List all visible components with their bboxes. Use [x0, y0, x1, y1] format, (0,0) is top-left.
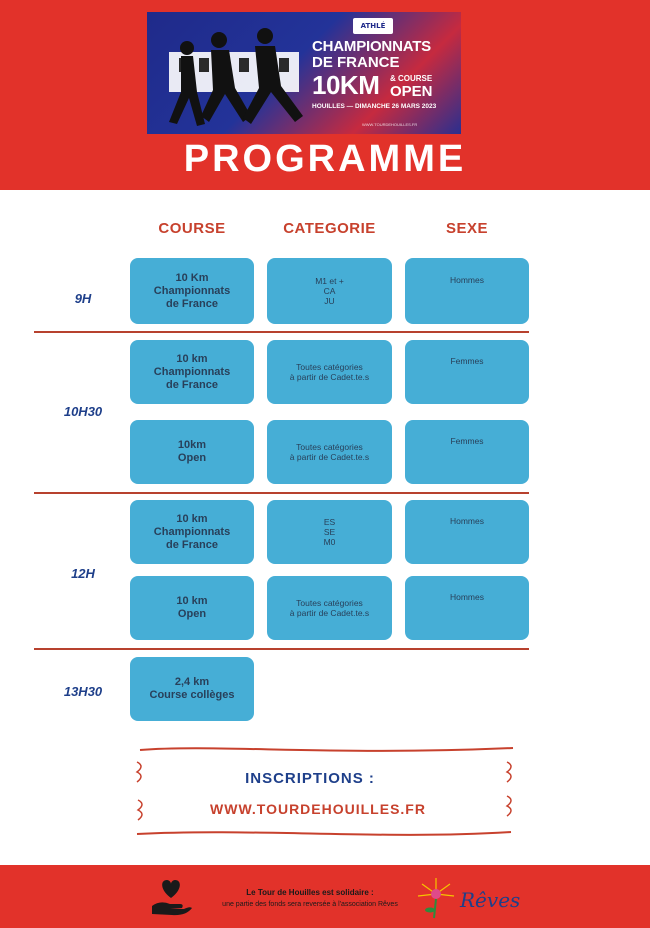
banner-line-2: DE FRANCE: [312, 54, 400, 71]
course-cell: 10 km Championnats de France: [130, 340, 254, 404]
time-slot-13h30: 13H30: [63, 684, 103, 699]
sexe-cell: Femmes: [405, 420, 529, 484]
slot-divider: [34, 648, 529, 650]
categorie-cell: ES SE M0: [267, 500, 392, 564]
sexe-cell: Hommes: [405, 500, 529, 564]
time-slot-12h: 12H: [71, 566, 95, 581]
footer-fund-line: une partie des fonds sera reversée à l'a…: [222, 901, 398, 908]
slot-divider: [34, 331, 529, 333]
column-header-sexe: SEXE: [445, 220, 489, 237]
footer-band: [0, 865, 650, 928]
categorie-cell: M1 et + CA JU: [267, 258, 392, 324]
association-name: Rêves: [460, 888, 521, 912]
time-slot-9h: 9H: [74, 291, 92, 306]
sexe-cell: Femmes: [405, 340, 529, 404]
sexe-cell: Hommes: [405, 576, 529, 640]
federation-logo: ATHLÉ: [353, 18, 393, 34]
categorie-cell: Toutes catégories à partir de Cadet.te.s: [267, 576, 392, 640]
column-header-course: COURSE: [158, 220, 226, 237]
inscriptions-label: INSCRIPTIONS :: [245, 770, 375, 787]
slot-divider: [34, 492, 529, 494]
runners-illustration: [169, 28, 303, 126]
time-slot-10h30: 10H30: [63, 404, 103, 419]
footer-solidarity-line: Le Tour de Houilles est solidaire :: [246, 888, 374, 897]
course-cell: 2,4 km Course collèges: [130, 657, 254, 721]
inscriptions-scroll-frame: [135, 747, 514, 836]
banner-website: WWW.TOURDEHOUILLES.FR: [362, 122, 418, 127]
banner-course-label: & COURSE: [390, 74, 433, 83]
course-cell: 10km Open: [130, 420, 254, 484]
banner-line-1: CHAMPIONNATS: [312, 38, 431, 55]
sexe-cell: Hommes: [405, 258, 529, 324]
banner-line-3: 10KM: [312, 70, 380, 100]
course-cell: 10 km Championnats de France: [130, 500, 254, 564]
course-cell: 10 Km Championnats de France: [130, 258, 254, 324]
column-header-categorie: CATEGORIE: [283, 220, 376, 237]
banner-place-date: HOUILLES — DIMANCHE 26 MARS 2023: [312, 103, 437, 110]
event-banner: ATHLÉ CHAMPIONNATS DE FRANCE 10KM & COUR…: [147, 12, 461, 134]
page-title: PROGRAMME: [183, 138, 467, 180]
categorie-cell: Toutes catégories à partir de Cadet.te.s: [267, 340, 392, 404]
flower-logo-icon: [417, 878, 455, 919]
inscriptions-url[interactable]: WWW.TOURDEHOUILLES.FR: [210, 801, 426, 817]
categorie-cell: Toutes catégories à partir de Cadet.te.s: [267, 420, 392, 484]
heart-hand-icon: [152, 880, 192, 916]
course-cell: 10 km Open: [130, 576, 254, 640]
banner-open-label: OPEN: [390, 83, 433, 100]
